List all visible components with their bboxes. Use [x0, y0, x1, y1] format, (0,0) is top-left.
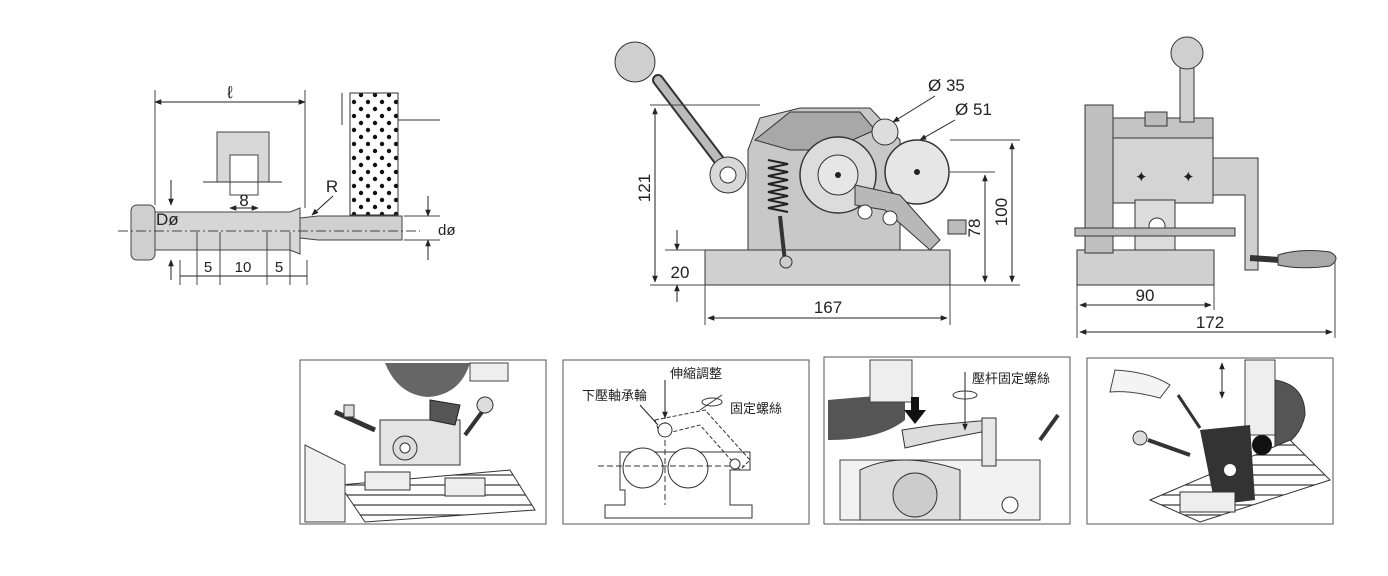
punch-head [130, 204, 156, 261]
dim-length-label: ℓ [226, 83, 233, 102]
label-fix-screw: 固定螺絲 [730, 402, 782, 417]
usage-panel-2: 伸縮調整 下壓軸承輪 固定螺絲 [562, 359, 810, 525]
diameter-D-label: Dø [156, 210, 179, 229]
usage-panel-3: 壓杆固定螺絲 [823, 356, 1071, 525]
dim-8-label: 8 [239, 191, 248, 210]
label-lower-bearing: 下壓軸承輪 [582, 388, 647, 404]
dia-35-label: Ø 35 [928, 76, 965, 95]
height-78-label: 78 [965, 219, 984, 238]
side-base [1076, 249, 1215, 286]
usage-panel-4 [1086, 357, 1334, 525]
width-167-label: 167 [814, 298, 842, 317]
crank-handle-icon [1277, 250, 1337, 269]
svg-text:✦: ✦ [1182, 169, 1195, 186]
front-view-drawing: Ø 35 Ø 51 121 20 78 100 167 [614, 41, 1020, 325]
label-extend-adjust: 伸縮調整 [670, 366, 722, 382]
radius-label: R [326, 177, 338, 196]
dim-bottom-3: 5 [275, 259, 283, 276]
side-view-drawing: ✦ ✦ 90 172 [1074, 36, 1337, 338]
dim-bottom-2: 10 [235, 259, 252, 276]
height-121-label: 121 [635, 174, 654, 202]
svg-text:✦: ✦ [1135, 169, 1148, 186]
side-knob-icon [1170, 36, 1204, 70]
width-90-label: 90 [1136, 286, 1155, 305]
width-172-label: 172 [1196, 313, 1224, 332]
diameter-d-label: dø [438, 222, 456, 239]
machine-base [704, 249, 951, 286]
dia-51-label: Ø 51 [955, 100, 992, 119]
usage-panel-1 [299, 359, 547, 525]
handle-knob-icon [614, 41, 656, 83]
dim-bottom-1: 5 [204, 259, 212, 276]
height-20-label: 20 [671, 263, 690, 282]
punch-tip [299, 215, 403, 241]
label-lever-screw: 壓杆固定螺絲 [972, 372, 1050, 387]
height-100-label: 100 [992, 198, 1011, 226]
grinding-wheel [349, 92, 399, 216]
punch-profile-drawing: ℓ 8 R Dø dø 5 10 5 [118, 83, 456, 285]
